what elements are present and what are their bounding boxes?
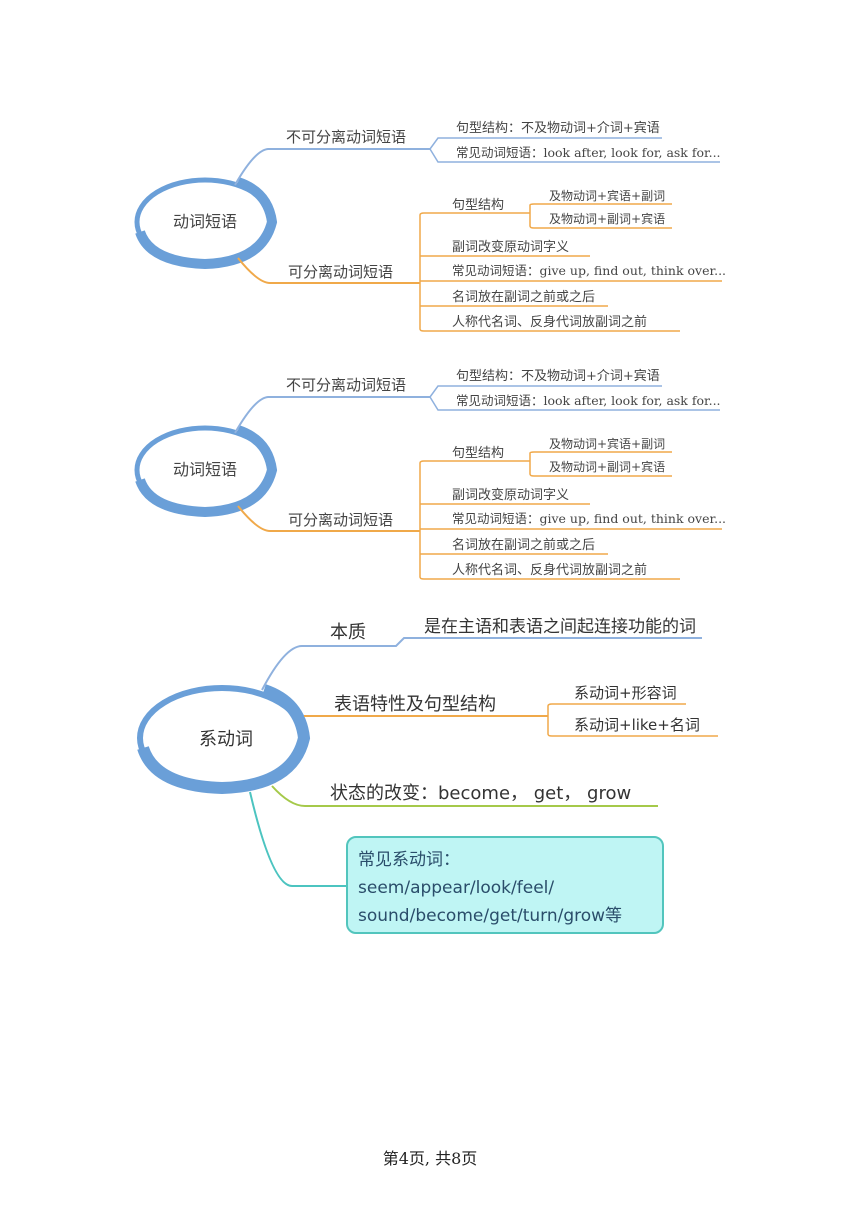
center-node-label: 动词短语	[173, 460, 237, 479]
bottom-item: 副词改变原动词字义	[452, 239, 569, 255]
common-verbs-line: sound/become/get/turn/grow等	[358, 906, 623, 926]
page-footer: 第4页, 共8页	[382, 1149, 478, 1168]
structure-label: 句型结构	[452, 446, 504, 461]
state-change-text: 状态的改变：become， get， grow	[330, 783, 631, 804]
bottom-item: 名词放在副词之前或之后	[452, 289, 595, 305]
structure-item: 及物动词+宾语+副词	[549, 188, 665, 203]
structure-item: 及物动词+宾语+副词	[549, 436, 665, 451]
center-node-swirl	[135, 425, 278, 518]
structure-item: 及物动词+副词+宾语	[549, 459, 665, 474]
bottom-item: 常见动词短语：give up, find out, think over...	[452, 263, 726, 278]
mind-map-2: 动词短语 不可分离动词短语 句型结构：不及物动词+介词+宾语 常见动词短语：lo…	[134, 368, 726, 580]
branch-top-label: 不可分离动词短语	[286, 128, 406, 146]
bottom-item: 名词放在副词之前或之后	[452, 537, 595, 553]
bottom-item: 人称代名词、反身代词放副词之前	[452, 314, 647, 330]
common-verbs-title: 常见系动词：	[358, 850, 460, 870]
pattern-label: 表语特性及句型结构	[334, 694, 496, 715]
top-item: 句型结构：不及物动词+介词+宾语	[456, 368, 660, 384]
pattern-item: 系动词+形容词	[574, 684, 677, 702]
center-node-swirl	[137, 684, 311, 795]
mind-map-3: 系动词 本质 是在主语和表语之间起连接功能的词 表语特性及句型结构 系动词+形容…	[137, 617, 718, 887]
branch-bottom-label: 可分离动词短语	[288, 511, 393, 529]
top-item: 常见动词短语：look after, look for, ask for...	[456, 145, 721, 160]
essence-text: 是在主语和表语之间起连接功能的词	[424, 617, 696, 637]
center-node-label: 系动词	[199, 729, 253, 750]
branch-top-label: 不可分离动词短语	[286, 376, 406, 394]
bottom-item: 人称代名词、反身代词放副词之前	[452, 562, 647, 578]
common-linking-verbs-box: 常见系动词： seem/appear/look/feel/ sound/beco…	[346, 836, 664, 934]
top-item: 常见动词短语：look after, look for, ask for...	[456, 393, 721, 408]
top-item: 句型结构：不及物动词+介词+宾语	[456, 120, 660, 136]
pattern-item: 系动词+like+名词	[574, 716, 700, 734]
center-node-swirl	[135, 177, 278, 270]
center-node-label: 动词短语	[173, 212, 237, 231]
common-verbs-line: seem/appear/look/feel/	[358, 878, 555, 898]
bottom-item: 常见动词短语：give up, find out, think over...	[452, 511, 726, 526]
mind-map-1: 动词短语 不可分离动词短语 句型结构：不及物动词+介词+宾语 常见动词短语：lo…	[134, 120, 726, 332]
branch-bottom-label: 可分离动词短语	[288, 263, 393, 281]
structure-item: 及物动词+副词+宾语	[549, 211, 665, 226]
structure-label: 句型结构	[452, 198, 504, 213]
essence-label: 本质	[330, 622, 366, 643]
bottom-item: 副词改变原动词字义	[452, 487, 569, 503]
